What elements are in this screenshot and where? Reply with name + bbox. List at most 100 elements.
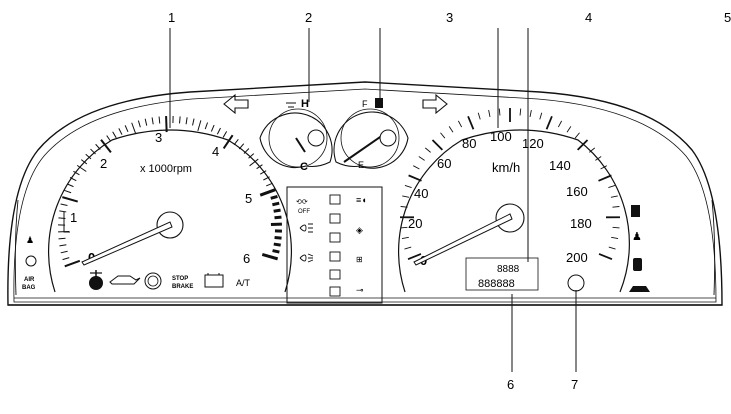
tach-tick bbox=[144, 118, 148, 126]
callout-4: 4 bbox=[585, 10, 592, 25]
tach-tick bbox=[58, 237, 66, 240]
tach-tick bbox=[274, 236, 282, 240]
speed-tick bbox=[448, 126, 454, 133]
tach-tick bbox=[204, 122, 209, 130]
tach-tick bbox=[151, 117, 154, 125]
speed-tick bbox=[612, 206, 620, 208]
headlight-icon bbox=[299, 223, 313, 233]
callout-3: 3 bbox=[446, 10, 453, 25]
speed-tick bbox=[477, 112, 481, 120]
tach-tick bbox=[210, 124, 215, 132]
tach-number-1: 1 bbox=[70, 210, 77, 225]
speed-number-60: 60 bbox=[437, 156, 451, 171]
tach-tick bbox=[274, 215, 282, 220]
speed-tick bbox=[519, 108, 522, 116]
tach-tick bbox=[64, 189, 72, 194]
seatbelt-icon: ♟ bbox=[632, 231, 642, 243]
hazard-icon: ◈ bbox=[356, 225, 363, 235]
speed-tick bbox=[612, 226, 620, 229]
speed-number-120: 120 bbox=[522, 136, 544, 151]
cluster-bezel bbox=[13, 88, 717, 303]
tach-tick bbox=[197, 120, 202, 132]
tach-tick bbox=[95, 143, 101, 150]
tach-tick bbox=[266, 182, 273, 187]
speed-tick bbox=[418, 156, 425, 161]
indicator-square-3 bbox=[329, 232, 341, 243]
indicator-square-1 bbox=[329, 194, 341, 205]
tach-tick bbox=[69, 177, 77, 182]
speed-tick bbox=[467, 115, 475, 130]
tach-tick bbox=[216, 127, 221, 135]
tach-tick bbox=[233, 138, 239, 146]
abs-icon bbox=[25, 255, 37, 267]
tachometer-warning-row: STOP BRAKE A/T bbox=[89, 270, 251, 290]
tach-tick bbox=[73, 170, 80, 176]
speed-tick bbox=[413, 165, 420, 170]
oil-pressure-icon bbox=[109, 275, 141, 285]
tach-tick bbox=[263, 176, 270, 181]
odometer-lcd bbox=[465, 257, 539, 291]
speed-tick bbox=[400, 206, 408, 208]
fog-light-icon bbox=[299, 253, 314, 263]
tach-tick bbox=[272, 201, 280, 207]
fuel-empty-label: E bbox=[358, 160, 364, 170]
speed-tick bbox=[529, 110, 532, 118]
callout-5: 5 bbox=[724, 10, 731, 25]
fuel-gauge-rim bbox=[333, 111, 409, 169]
tach-number-5: 5 bbox=[245, 191, 252, 206]
center-indicator-panel: ⟲⟳ OFF ≡◖ ◈ ⊞ ⊸ bbox=[286, 186, 383, 304]
lcd-upper-digits: 8888 bbox=[497, 264, 520, 275]
speedometer-needle bbox=[413, 213, 513, 266]
airbag-line2: BAG bbox=[22, 285, 36, 291]
tach-tick bbox=[85, 153, 92, 160]
tach-redline-bracket bbox=[63, 212, 70, 233]
speed-tick bbox=[608, 185, 616, 188]
coolant-temp-icon bbox=[286, 102, 296, 108]
speedometer: 0 20 40 60 80 100 120 140 160 180 200 km… bbox=[398, 108, 630, 293]
speed-number-140: 140 bbox=[549, 158, 571, 173]
speed-tick bbox=[401, 236, 409, 240]
speed-tick bbox=[545, 115, 553, 130]
tach-tick bbox=[273, 208, 281, 213]
callout-7: 7 bbox=[571, 377, 578, 392]
left-turn-arrow-icon bbox=[223, 93, 249, 115]
tach-tick bbox=[118, 128, 123, 135]
coolant-icon bbox=[89, 270, 103, 290]
temperature-needle bbox=[295, 137, 306, 153]
tach-tick bbox=[60, 250, 68, 254]
speed-tick bbox=[598, 174, 612, 182]
high-beam-icon: ≡◖ bbox=[356, 195, 367, 205]
seatbelt-warning-icon: ♟ bbox=[26, 235, 34, 245]
cruise-icon: ⊸ bbox=[356, 285, 364, 295]
speed-tick bbox=[488, 110, 491, 118]
tachometer-needle bbox=[81, 221, 173, 266]
tach-tick bbox=[112, 131, 117, 139]
speed-tick bbox=[431, 139, 443, 151]
stop-brake-line1: STOP bbox=[172, 276, 188, 282]
indicator-panel-frame bbox=[286, 186, 383, 304]
airbag-line1: AIR bbox=[24, 277, 35, 283]
at-indicator: A/T bbox=[236, 278, 251, 288]
speedometer-unit: km/h bbox=[492, 160, 520, 175]
speed-tick bbox=[408, 174, 422, 182]
speed-number-180: 180 bbox=[570, 216, 592, 231]
tach-tick bbox=[62, 196, 78, 203]
indicator-square-4 bbox=[329, 251, 341, 262]
speed-tick bbox=[589, 147, 596, 153]
speed-tick bbox=[402, 195, 410, 198]
tach-tick bbox=[192, 118, 195, 126]
speed-tick bbox=[557, 120, 563, 128]
trip-reset-knob[interactable] bbox=[567, 274, 585, 292]
callout-numbers-top: 1 2 3 4 5 bbox=[168, 10, 731, 25]
tachometer: 0 1 2 3 4 5 6 x 1000rpm bbox=[48, 116, 292, 293]
speed-tick bbox=[611, 236, 619, 240]
low-fuel-icon bbox=[631, 205, 640, 217]
tachometer-unit: x 1000rpm bbox=[140, 163, 192, 175]
speed-tick bbox=[577, 139, 589, 151]
speed-tick bbox=[498, 108, 501, 116]
callout-numbers-bottom: 6 7 bbox=[507, 377, 578, 392]
tach-number-3: 3 bbox=[155, 130, 162, 145]
fuel-hub bbox=[379, 129, 397, 147]
temp-hot-label: H bbox=[301, 98, 309, 110]
